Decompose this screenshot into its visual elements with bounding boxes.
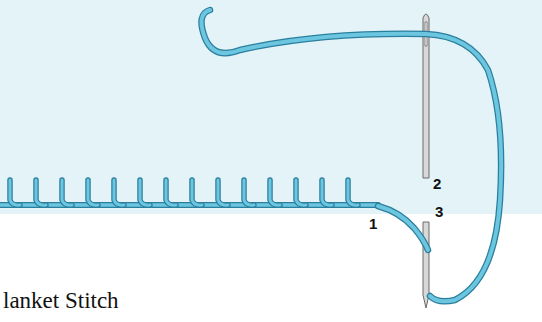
working-thread [201,10,501,301]
callout-number: 3 [435,204,443,219]
finished-stitches [0,180,378,205]
fabric-background [0,0,542,214]
callout-number: 2 [433,176,441,191]
callout-number: 1 [369,216,377,231]
needle [423,14,429,308]
diagram-title: lanket Stitch [3,289,119,312]
